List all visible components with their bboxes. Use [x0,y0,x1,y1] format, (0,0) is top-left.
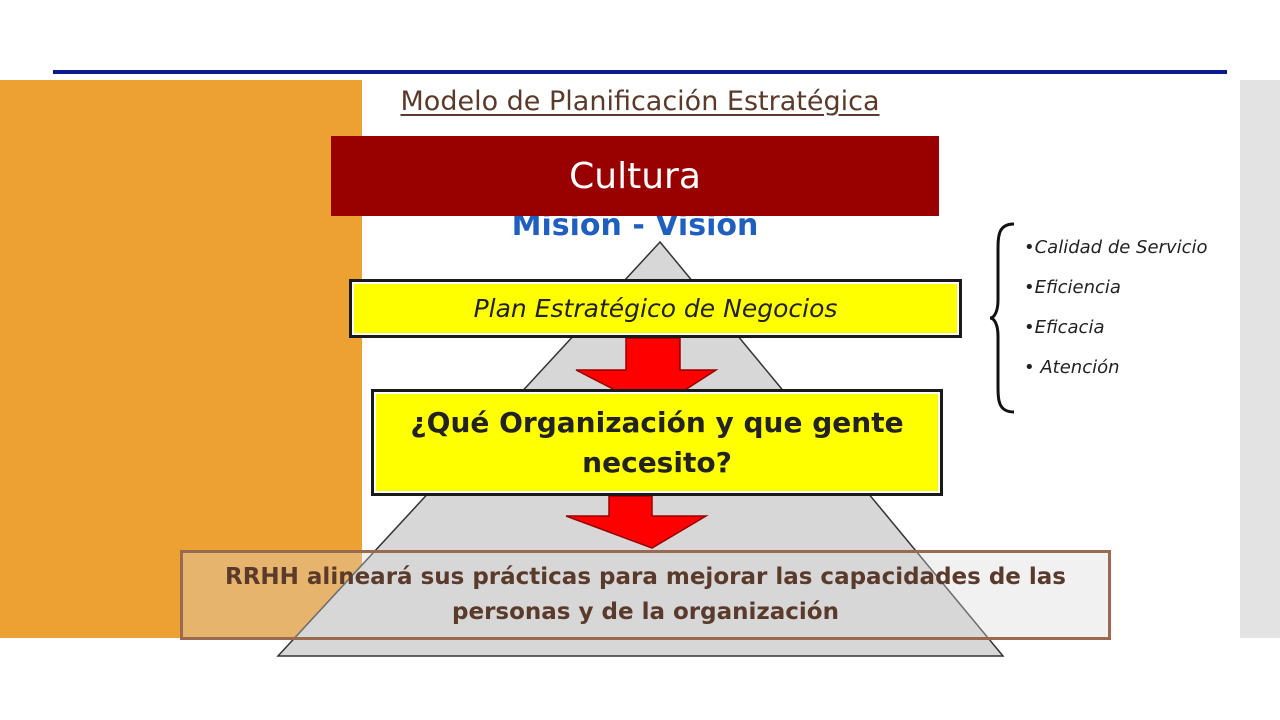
organizacion-question-label: ¿Qué Organización y que gente necesito? [410,405,904,479]
rrhh-statement-box: RRHH alineará sus prácticas para mejorar… [180,550,1111,640]
organizacion-question-box: ¿Qué Organización y que gente necesito? [371,389,943,496]
rrhh-statement-label: RRHH alineará sus prácticas para mejorar… [224,564,1067,625]
top-rule-divider [53,70,1227,74]
list-item: •Eficacia [1024,317,1105,338]
list-item: •Calidad de Servicio [1024,237,1208,258]
cultura-banner: Cultura [331,136,939,216]
list-item: •Eficiencia [1024,277,1121,298]
slide-title: Modelo de Planificación Estratégica [400,86,880,117]
right-accent-strip [1240,80,1280,638]
down-arrow-icon [565,495,709,549]
qualities-list: •Calidad de Servicio •Eficiencia •Eficac… [1024,226,1254,386]
left-accent-panel [0,80,362,638]
left-curly-brace-icon [989,222,1015,414]
plan-estrategico-label: Plan Estratégico de Negocios [473,294,838,323]
plan-estrategico-box: Plan Estratégico de Negocios [349,279,962,338]
list-item: • Atención [1024,357,1120,378]
cultura-label: Cultura [569,155,701,197]
